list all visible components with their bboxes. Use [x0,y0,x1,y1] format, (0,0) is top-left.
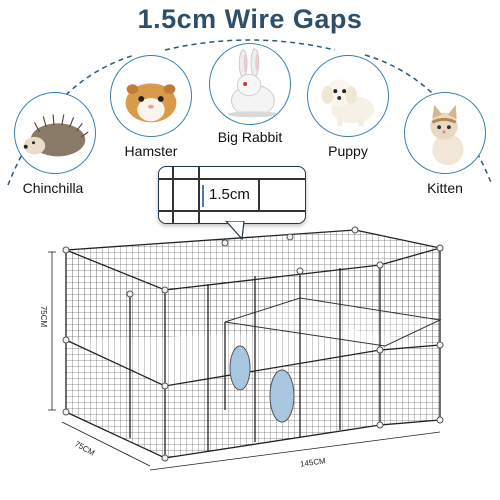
pet-circle-chinchilla [14,92,96,174]
pet-circle-puppy [307,55,389,137]
pet-label-puppy: Puppy [328,143,368,159]
callout-pointer [225,221,245,241]
grid-closeup [159,167,305,223]
puppy-icon [321,79,375,127]
pet-label-chinchilla: Chinchilla [22,180,84,196]
pet-circle-big-rabbit [209,43,291,125]
pet-circle-hamster [110,55,192,137]
wire-gap-callout: 1.5cm [158,166,306,224]
pet-label-big-rabbit: Big Rabbit [217,129,283,145]
rabbit-icon [227,48,279,118]
height-dimension: 75CM [39,305,49,328]
pet-circle-kitten [404,92,486,174]
hedgehog-icon [23,114,89,157]
page-title: 1.5cm Wire Gaps [137,4,363,34]
pet-label-kitten: Kitten [427,180,463,196]
gap-size-label: 1.5cm [209,186,250,203]
guinea-pig-icon [125,83,177,123]
pet-label-hamster: Hamster [124,143,178,159]
kitten-icon [430,104,464,166]
